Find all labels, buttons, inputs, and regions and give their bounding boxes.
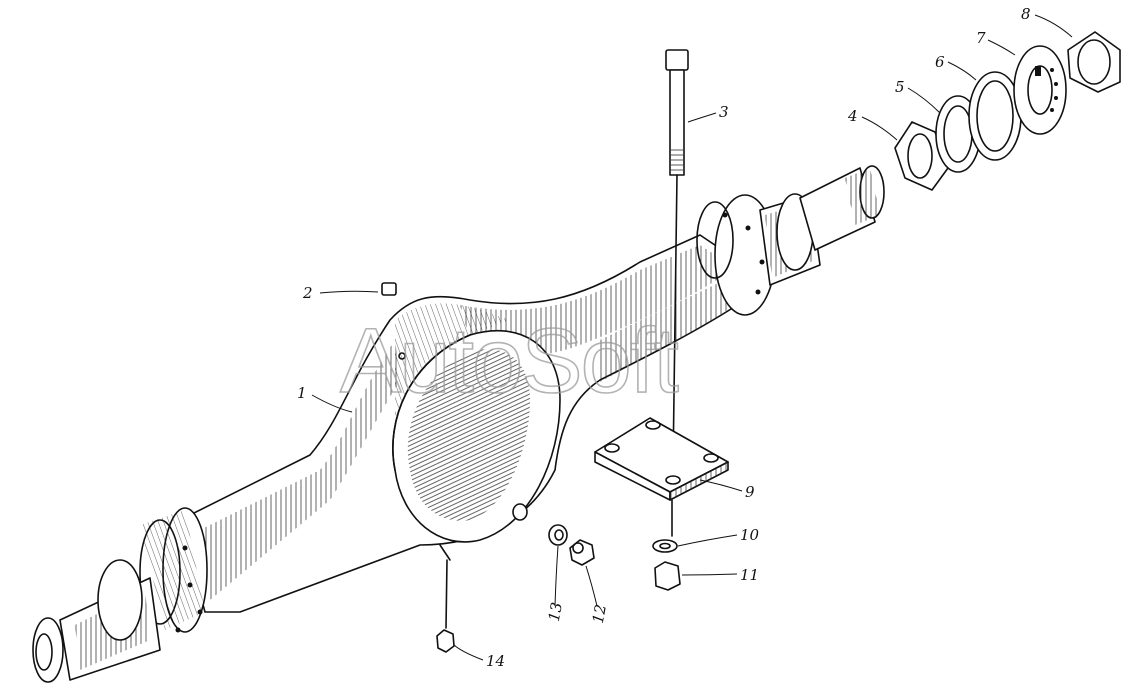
lock-washer	[1013, 45, 1067, 135]
label-12: 12	[589, 603, 610, 625]
label-9: 9	[745, 483, 755, 501]
outer-hex-nut	[1067, 31, 1121, 93]
label-2: 2	[302, 284, 313, 302]
watermark-text: AutoSoft	[340, 310, 678, 412]
label-1: 1	[297, 384, 307, 402]
breather-fitting	[381, 282, 406, 360]
label-14: 14	[486, 652, 505, 670]
label-11: 11	[740, 566, 759, 584]
spring-washer	[652, 539, 678, 553]
bottom-plug	[436, 559, 455, 653]
left-axle-end	[32, 507, 208, 683]
label-8: 8	[1021, 5, 1031, 23]
drain-plug	[569, 539, 595, 566]
hex-nut	[654, 561, 681, 591]
label-7: 7	[976, 29, 986, 47]
axle-housing	[179, 234, 746, 613]
label-6: 6	[935, 53, 945, 71]
label-4: 4	[847, 107, 858, 125]
label-13: 13	[545, 601, 566, 623]
mounting-plate	[594, 417, 729, 537]
leader-lines	[311, 14, 1073, 661]
washer-ring	[968, 71, 1022, 161]
long-bolt	[665, 49, 689, 469]
label-5: 5	[895, 78, 905, 96]
plug-gasket	[512, 503, 568, 546]
label-10: 10	[740, 526, 760, 544]
right-axle-end	[696, 165, 885, 316]
label-3: 3	[719, 103, 729, 121]
